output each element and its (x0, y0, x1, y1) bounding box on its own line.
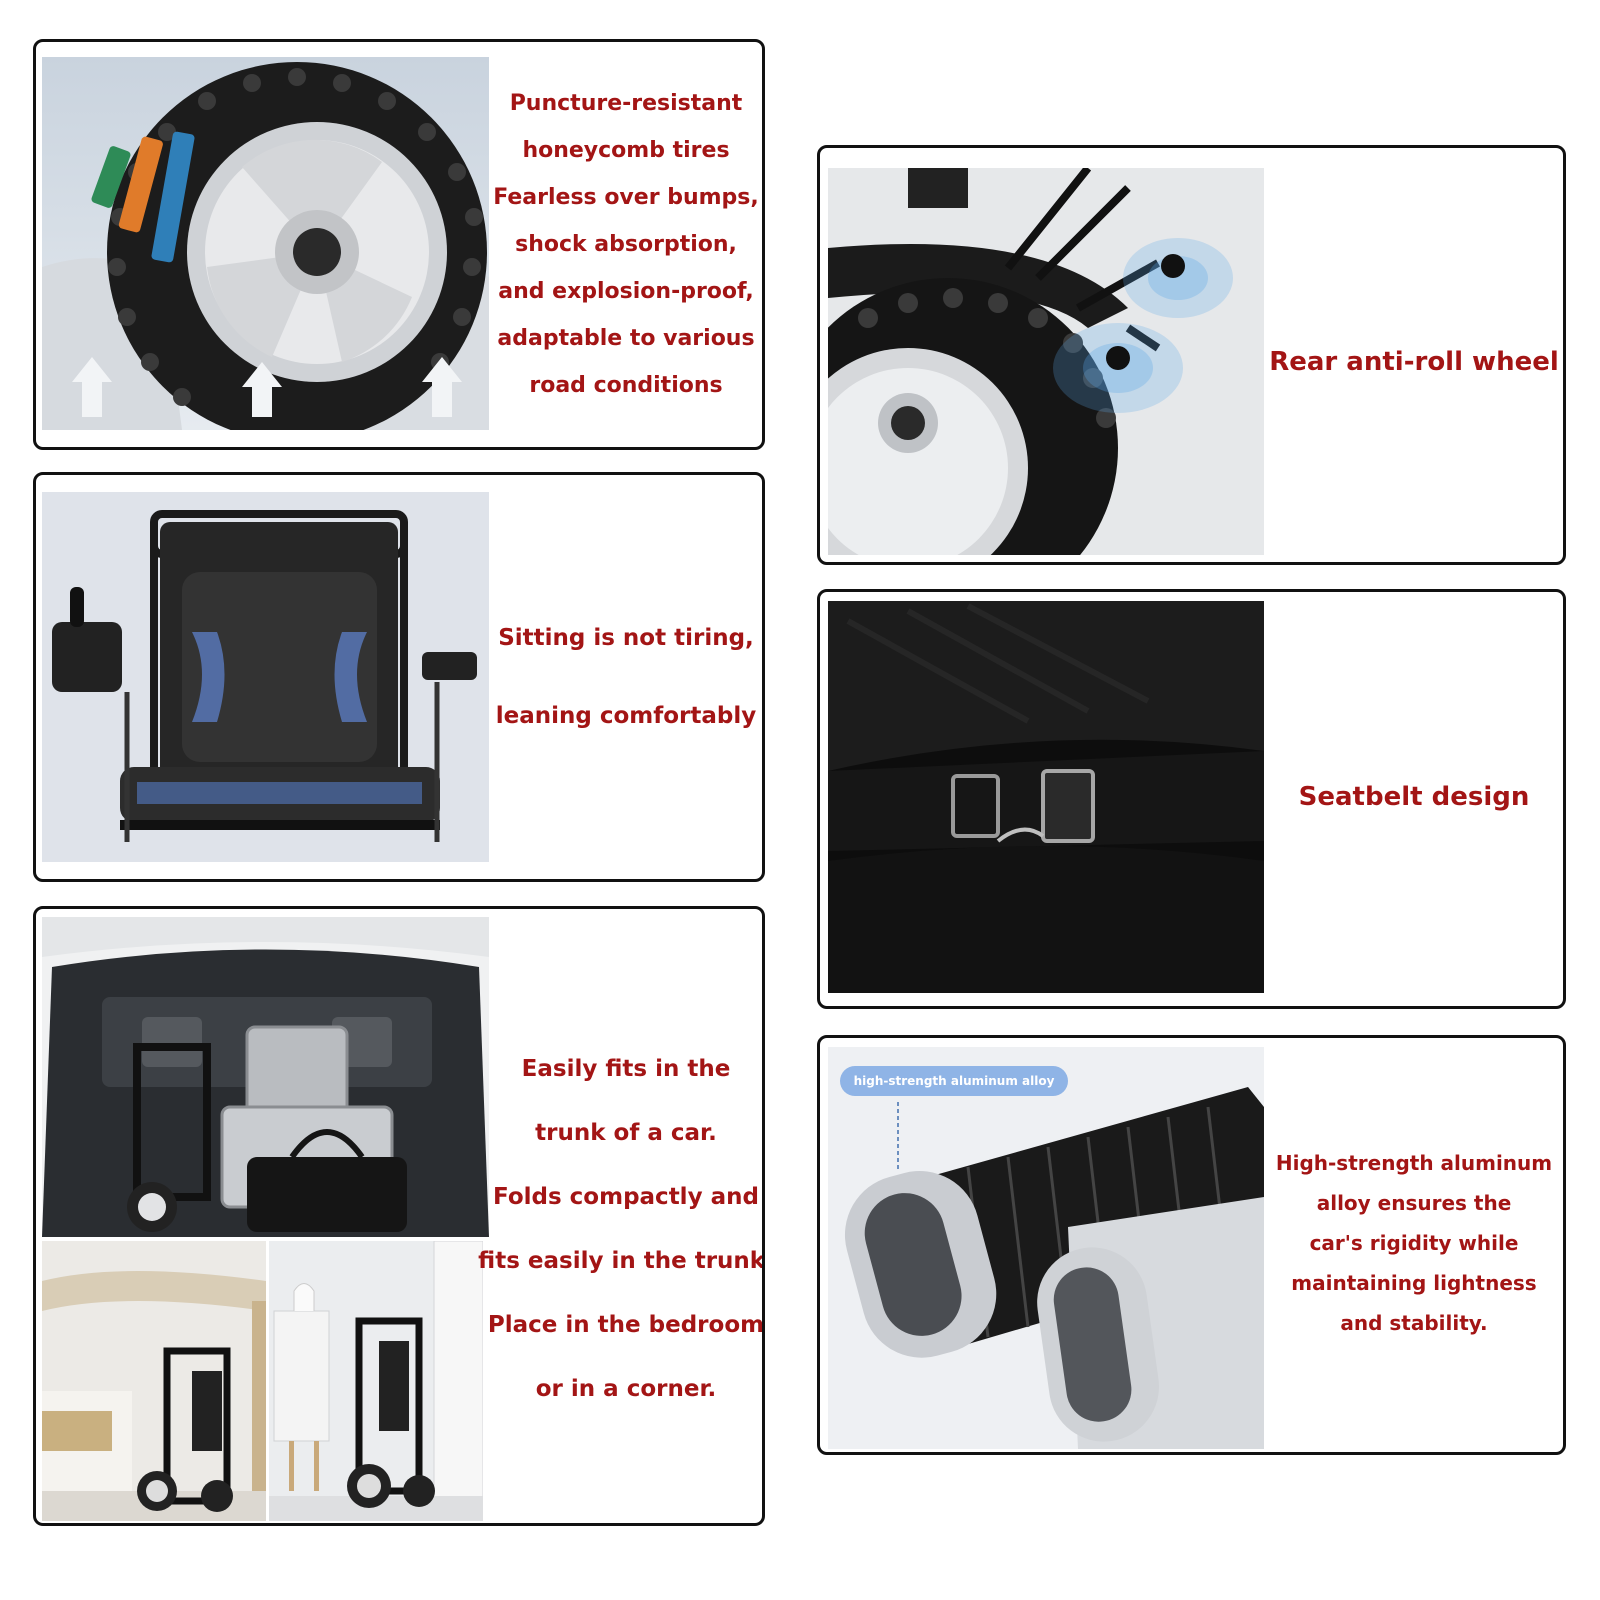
seatbelt-panel: Seatbelt design (817, 589, 1566, 1009)
caption-line: Sitting is not tiring, (498, 625, 754, 651)
trunk-panel: Easily fits in the trunk of a car. Folds… (33, 906, 765, 1526)
antiroll-caption: Rear anti-roll wheel (1264, 168, 1563, 555)
caption-line: trunk of a car. (535, 1120, 717, 1146)
caption-line: Rear anti-roll wheel (1269, 346, 1559, 377)
antiroll-panel: Rear anti-roll wheel (817, 145, 1566, 565)
seatbelt-photo (828, 601, 1264, 993)
alloy-caption: High-strength aluminum alloy ensures the… (1264, 1138, 1563, 1348)
caption-line: and explosion-proof, (498, 279, 754, 304)
caption-line: Seatbelt design (1298, 782, 1530, 812)
caption-line: Puncture-resistant (509, 91, 743, 116)
caption-line: Fearless over bumps, (493, 185, 759, 210)
caption-line: Easily fits in the (521, 1056, 731, 1082)
tires-panel: Puncture-resistant honeycomb tires Fearl… (33, 39, 765, 450)
bedroom-photo (42, 1241, 266, 1521)
trunk-caption: Easily fits in the trunk of a car. Folds… (478, 1029, 765, 1429)
alloy-badge: high-strength aluminum alloy (840, 1066, 1068, 1096)
trunk-photo (42, 917, 489, 1237)
tires-caption: Puncture-resistant honeycomb tires Fearl… (489, 67, 762, 422)
tire-photo (42, 57, 489, 430)
seat-caption: Sitting is not tiring, leaning comfortab… (489, 587, 762, 767)
seat-photo (42, 492, 489, 862)
caption-line: High-strength aluminum (1275, 1151, 1553, 1175)
caption-line: alloy ensures the (1316, 1191, 1512, 1215)
corner-photo (269, 1241, 483, 1521)
caption-line: honeycomb tires (522, 138, 730, 163)
seatbelt-caption: Seatbelt design (1264, 601, 1563, 993)
alloy-photo (828, 1047, 1264, 1449)
alloy-panel: high-strength aluminum alloy High-streng… (817, 1035, 1566, 1455)
caption-line: Folds compactly and (493, 1184, 759, 1210)
caption-line: or in a corner. (535, 1376, 717, 1402)
caption-line: leaning comfortably (495, 703, 757, 729)
antiroll-photo (828, 168, 1264, 555)
alloy-badge-text: high-strength aluminum alloy (853, 1074, 1055, 1088)
caption-line: adaptable to various (497, 326, 755, 351)
caption-line: maintaining lightness (1291, 1271, 1537, 1295)
caption-line: fits easily in the trunk. (478, 1248, 765, 1274)
caption-line: car's rigidity while (1309, 1231, 1519, 1255)
caption-line: shock absorption, (515, 232, 737, 257)
seat-panel: Sitting is not tiring, leaning comfortab… (33, 472, 765, 882)
caption-line: and stability. (1340, 1311, 1488, 1335)
caption-line: Place in the bedroom (487, 1312, 765, 1338)
caption-line: road conditions (529, 373, 723, 398)
